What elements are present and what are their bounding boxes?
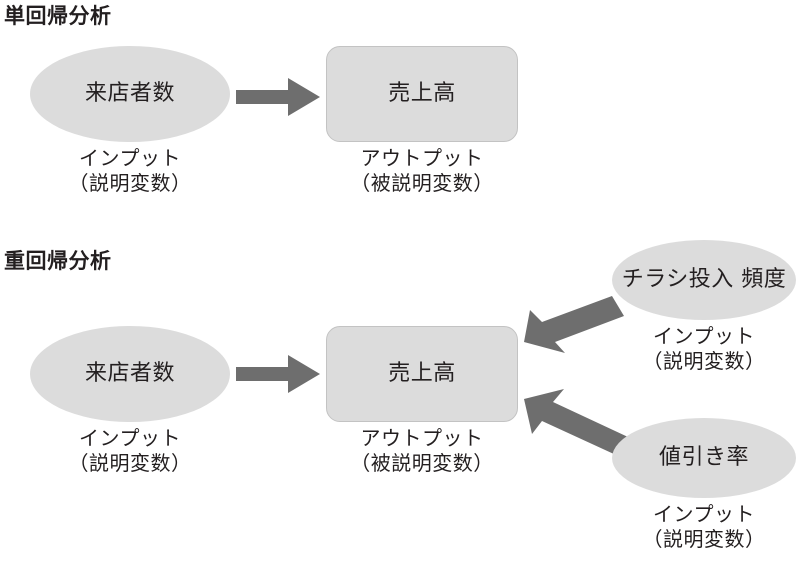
caption-line-2: （被説明変数） xyxy=(350,171,494,195)
caption-multi-input-discount: インプット （説明変数） xyxy=(612,502,796,552)
caption-multi-output-sales: アウトプット （被説明変数） xyxy=(326,426,518,476)
caption-line-2: （被説明変数） xyxy=(350,451,494,475)
caption-line-1: アウトプット xyxy=(360,426,484,450)
caption-line-1: インプット xyxy=(653,324,755,348)
caption-line-1: インプット xyxy=(653,502,755,526)
node-simple-output-sales[interactable]: 売上高 xyxy=(326,46,518,142)
node-label: 来店者数 xyxy=(84,361,175,387)
caption-line-2: （説明変数） xyxy=(642,527,766,551)
caption-line-1: インプット xyxy=(79,426,181,450)
node-label: チラシ投入 頻度 xyxy=(622,267,787,292)
section-title-multiple-regression: 重回帰分析 xyxy=(4,249,112,273)
arrow-simple-right-icon xyxy=(236,78,320,116)
node-label: 売上高 xyxy=(388,361,456,387)
node-multi-input-flyer[interactable]: チラシ投入 頻度 xyxy=(612,240,796,320)
caption-multi-input-flyer: インプット （説明変数） xyxy=(612,324,796,374)
node-multi-output-sales[interactable]: 売上高 xyxy=(326,326,518,422)
node-label: 売上高 xyxy=(388,81,456,107)
node-label: 値引き率 xyxy=(658,445,749,471)
node-label: 来店者数 xyxy=(84,81,175,107)
arrow-multi-upper-diagonal-icon xyxy=(524,296,624,353)
caption-line-2: （説明変数） xyxy=(68,171,192,195)
caption-simple-input-visitors: インプット （説明変数） xyxy=(30,146,230,196)
node-label-line-2: 頻度 xyxy=(741,267,787,293)
node-simple-input-visitors[interactable]: 来店者数 xyxy=(30,46,230,142)
arrow-multi-right-icon xyxy=(236,355,320,393)
node-multi-input-visitors[interactable]: 来店者数 xyxy=(30,326,230,422)
caption-simple-output-sales: アウトプット （被説明変数） xyxy=(326,146,518,196)
caption-line-1: インプット xyxy=(79,146,181,170)
caption-line-1: アウトプット xyxy=(360,146,484,170)
node-multi-input-discount[interactable]: 値引き率 xyxy=(612,418,796,498)
caption-line-2: （説明変数） xyxy=(642,349,766,373)
section-title-simple-regression: 単回帰分析 xyxy=(4,4,112,28)
arrow-multi-lower-diagonal-icon xyxy=(524,389,628,455)
caption-line-2: （説明変数） xyxy=(68,451,192,475)
node-label-line-1: チラシ投入 xyxy=(621,267,734,293)
caption-multi-input-visitors: インプット （説明変数） xyxy=(30,426,230,476)
